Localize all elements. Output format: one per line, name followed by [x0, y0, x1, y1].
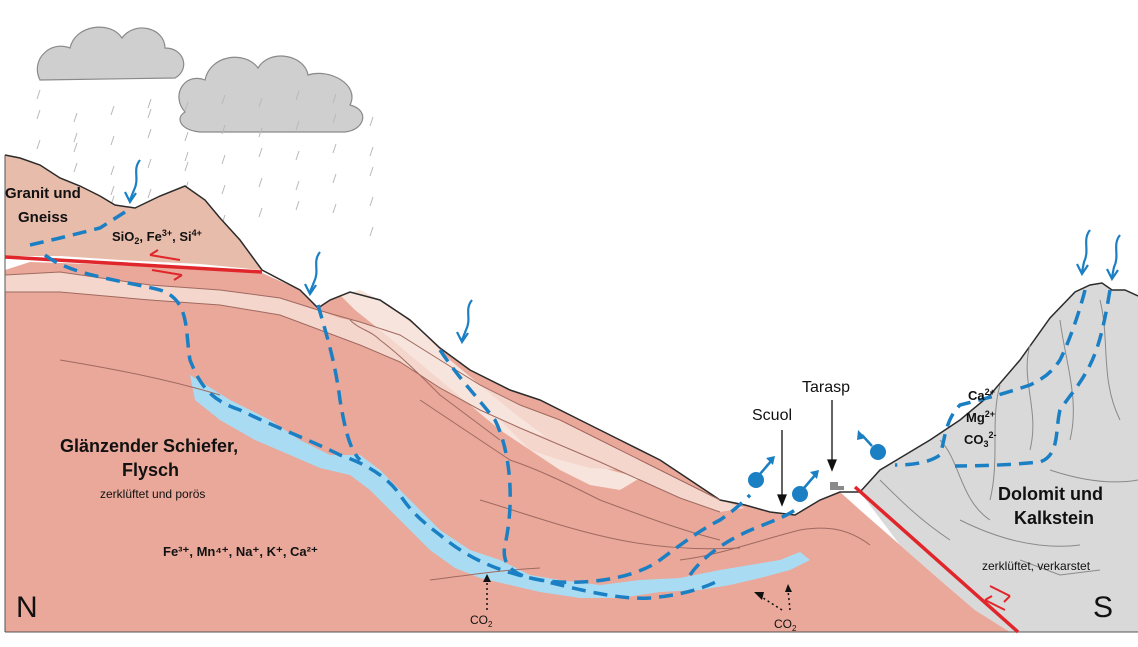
dolomite-chemistry-2: Mg2+: [966, 409, 995, 425]
dolomite-chemistry-1: Ca2+: [968, 387, 995, 403]
flow-path-upper: [438, 349, 752, 585]
rain-streak: [295, 200, 300, 211]
rain-streak: [258, 177, 263, 188]
rain-streak: [369, 166, 374, 177]
schist-title-2: Flysch: [122, 460, 179, 480]
flow-path-middle: [316, 304, 362, 462]
terrain-outline: [4, 154, 1138, 516]
cloud-right: [178, 55, 364, 133]
dolomite-title-1: Dolomit und: [998, 484, 1103, 504]
schist-body: [5, 262, 1010, 632]
rain-streak: [332, 143, 337, 154]
co2-label-left: CO2: [470, 613, 493, 629]
spring-3: [857, 430, 886, 460]
compass-north: N: [16, 591, 38, 624]
schist-title-1: Glänzender Schiefer,: [60, 436, 238, 456]
tarasp-label: Tarasp: [802, 379, 850, 396]
rain-streak: [332, 203, 337, 214]
co2-arrowheads: [483, 574, 792, 600]
co2-arrows: [486, 580, 791, 611]
dolomite-description: zerklüftet, verkarstet: [982, 559, 1091, 573]
granite-block: [5, 155, 262, 270]
rain-streak: [147, 108, 152, 119]
dolomite-chemistry-3: CO32-: [964, 430, 997, 449]
rain-streak: [295, 180, 300, 191]
rain-streak: [184, 161, 189, 172]
rain-streak: [332, 113, 337, 124]
rain-streak: [221, 184, 226, 195]
rain-streak: [110, 165, 115, 176]
rain-streak: [369, 116, 374, 127]
rain-streak: [369, 196, 374, 207]
cloud-left: [36, 26, 185, 81]
rain-streak: [147, 188, 152, 199]
layer-light-1: [5, 272, 745, 512]
rain-streak: [295, 90, 300, 101]
rain-streak: [221, 124, 226, 135]
rain-streak: [73, 112, 78, 123]
rain-streak: [258, 97, 263, 108]
rain-streak: [369, 226, 374, 237]
spring-2: [792, 470, 819, 502]
layer-pale-band: [500, 420, 640, 470]
rain-streak: [332, 173, 337, 184]
rain-streak: [110, 185, 115, 196]
tarasp-building: [830, 482, 844, 490]
rain-streak: [184, 131, 189, 142]
dolomite-title-2: Kalkstein: [1014, 508, 1094, 528]
granite-chemistry: SiO2, Fe3+, Si4+: [112, 228, 202, 246]
layer-lines: [4, 271, 871, 581]
groundwater: [190, 375, 810, 598]
rain-streak: [147, 98, 152, 109]
rain-streak: [36, 109, 41, 120]
water-flow-paths: [29, 210, 1112, 601]
rain-streak: [369, 146, 374, 157]
rain-streak: [147, 158, 152, 169]
infiltration-arrows: [124, 159, 1121, 345]
spring-1: [748, 456, 775, 488]
rain-streak: [184, 101, 189, 112]
rain-streak: [332, 93, 337, 104]
co2-label-right: CO2: [774, 617, 797, 633]
granite-title-2: Gneiss: [18, 209, 68, 226]
flow-path-dolomite: [894, 289, 1087, 467]
spring-markers: [748, 430, 886, 502]
rain-streak: [147, 128, 152, 139]
schist-chemistry: Fe³⁺, Mn⁴⁺, Na⁺, K⁺, Ca²⁺: [163, 544, 318, 559]
compass-south: S: [1093, 591, 1113, 624]
rain-streak: [36, 139, 41, 150]
rain-streak: [221, 94, 226, 105]
rain-streak: [295, 150, 300, 161]
dolomite-fractures: [879, 299, 1138, 576]
rain-streak: [73, 162, 78, 173]
scuol-label: Scuol: [752, 407, 792, 424]
granite-title-1: Granit und: [5, 185, 81, 202]
rain-streak: [258, 127, 263, 138]
rain-streak: [221, 154, 226, 165]
rain-streak: [295, 120, 300, 131]
flow-path-granite-down: [43, 253, 721, 601]
schist-description: zerklüftet und porös: [100, 487, 205, 501]
rain-streak: [73, 142, 78, 153]
location-pointers: [777, 400, 837, 507]
rain-streak: [184, 151, 189, 162]
flow-path-dolomite-2: [954, 289, 1112, 468]
rain-streak: [110, 105, 115, 116]
rain-streak: [258, 207, 263, 218]
flow-path-granite: [29, 210, 126, 247]
rain-streak: [36, 89, 41, 100]
rain-streak: [110, 135, 115, 146]
rain-streak: [73, 132, 78, 143]
fault-north: [4, 249, 263, 281]
fault-south: [853, 485, 1020, 634]
rain-streak: [258, 147, 263, 158]
layer-light-2: [340, 290, 640, 490]
